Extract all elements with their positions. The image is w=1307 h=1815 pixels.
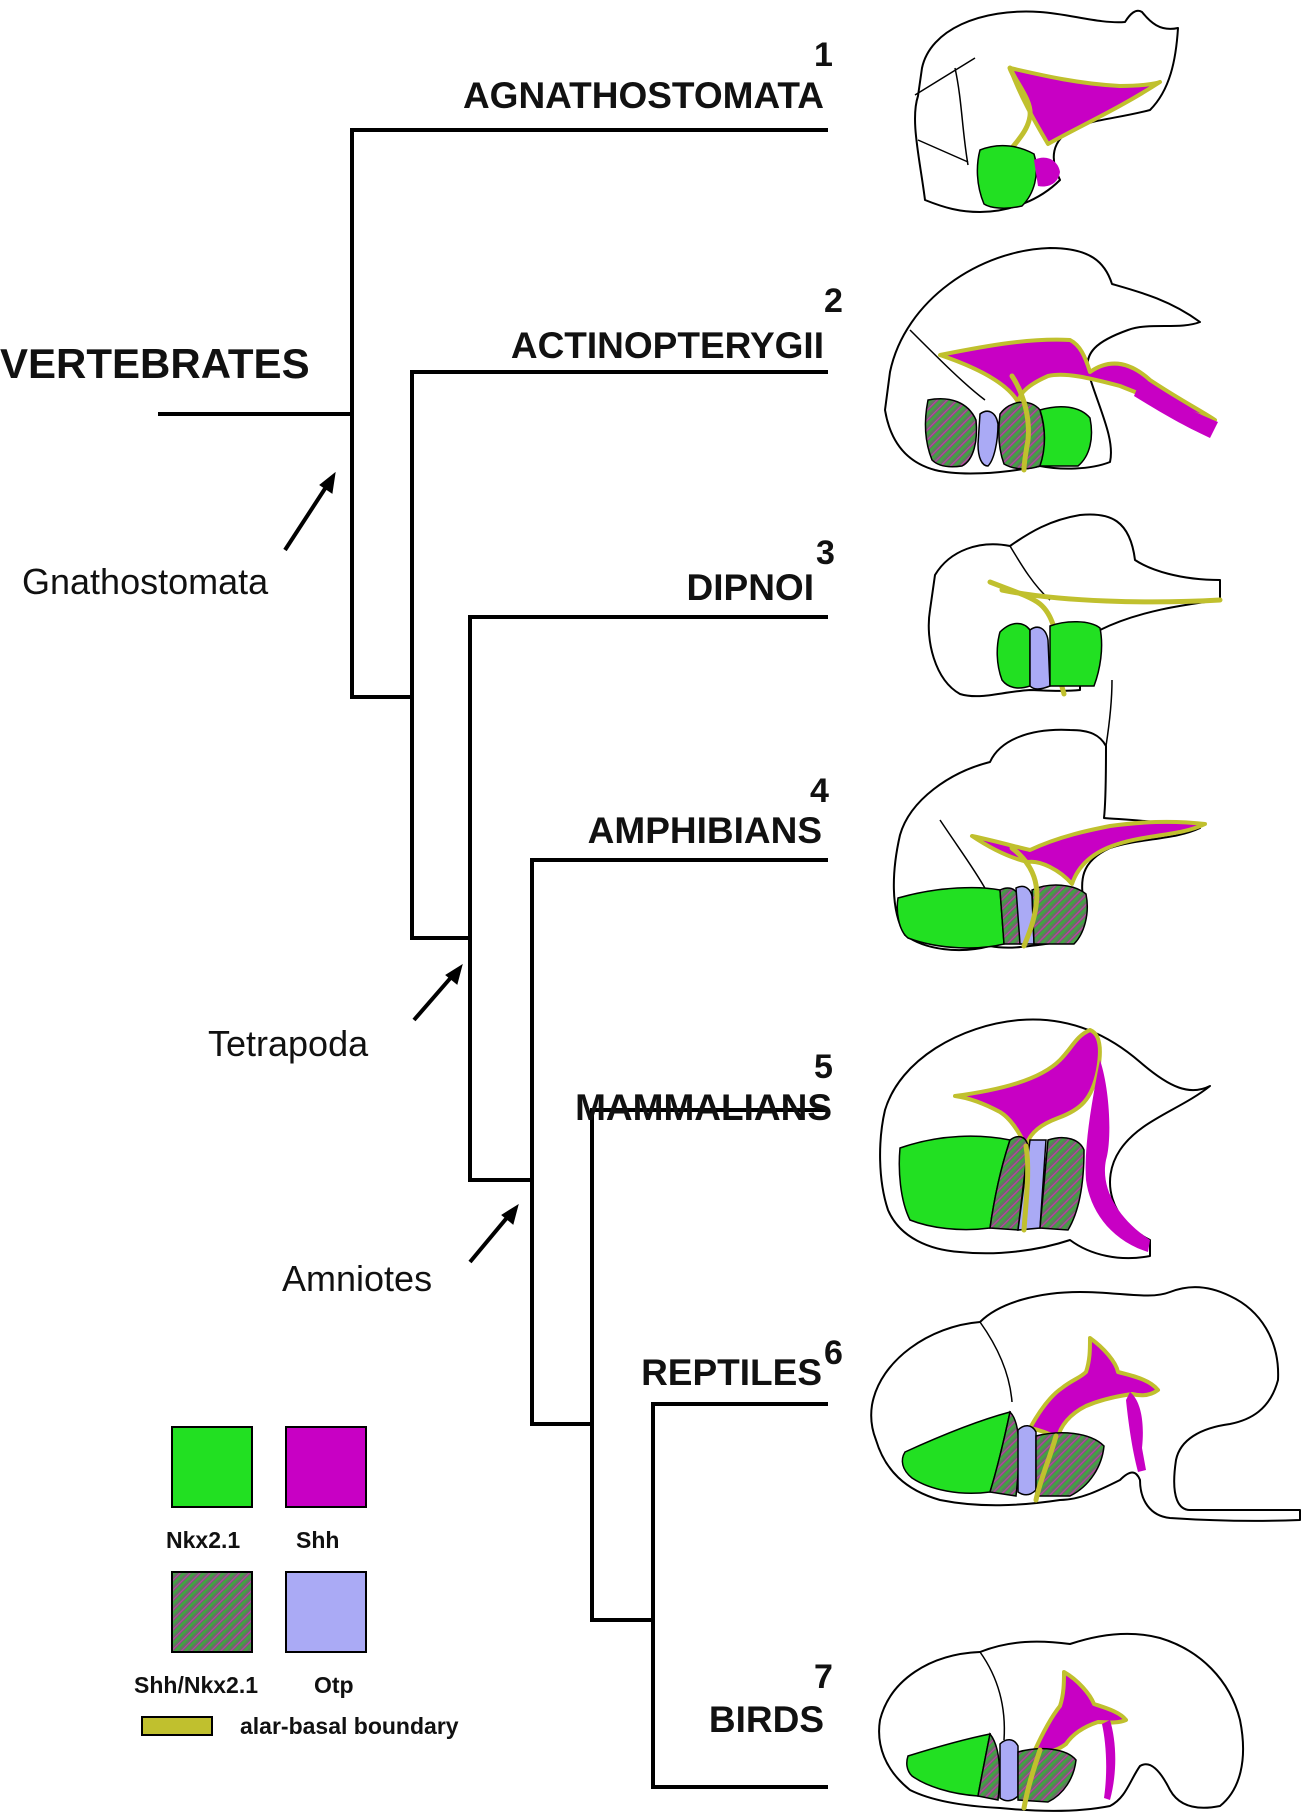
node-arrows — [283, 471, 519, 1264]
brain-schematic-7 — [878, 1632, 1244, 1812]
legend-label-otp: Otp — [314, 1672, 354, 1698]
clade-label-dipnoi: DIPNOI — [687, 567, 814, 608]
clade-number-5: 5 — [814, 1048, 833, 1086]
legend-swatch-shh-nkx21 — [171, 1571, 253, 1653]
brain-schematic-3 — [927, 513, 1223, 698]
clade-number-4: 4 — [810, 772, 829, 810]
legend: Nkx2.1 Shh Shh/Nkx2.1 Otp alar-basal bou… — [134, 1426, 459, 1739]
node-label-tetrapoda: Tetrapoda — [208, 1023, 369, 1064]
brain-schematic-6 — [870, 1286, 1301, 1522]
clade-label-mammalians: MAMMALIANS — [575, 1087, 832, 1128]
clade-number-3: 3 — [816, 534, 835, 572]
phylogenetic-tree — [158, 128, 828, 1789]
clade-number-6: 6 — [824, 1334, 843, 1372]
legend-label-shh: Shh — [296, 1527, 339, 1553]
clade-label-birds: BIRDS — [709, 1699, 824, 1740]
node-label-gnathostomata: Gnathostomata — [22, 561, 269, 602]
clade-number-1: 1 — [814, 36, 833, 74]
root-label: VERTEBRATES — [0, 340, 310, 387]
legend-swatch-alar-basal-boundary — [141, 1716, 213, 1736]
brain-schematic-5 — [879, 1018, 1211, 1260]
clade-label-reptiles: REPTILES — [641, 1352, 822, 1393]
clade-label-actinopterygii: ACTINOPTERYGII — [511, 325, 824, 366]
legend-label-nkx21: Nkx2.1 — [166, 1527, 240, 1553]
clade-number-7: 7 — [814, 1658, 833, 1696]
brain-schematic-1 — [914, 9, 1179, 213]
legend-label-shh-nkx21: Shh/Nkx2.1 — [134, 1672, 258, 1698]
clade-label-agnathostomata: AGNATHOSTOMATA — [463, 75, 824, 116]
node-label-amniotes: Amniotes — [282, 1258, 432, 1299]
legend-swatch-otp — [285, 1571, 367, 1653]
legend-label-alar-basal-boundary: alar-basal boundary — [240, 1713, 459, 1739]
clade-label-amphibians: AMPHIBIANS — [588, 810, 822, 851]
brain-schematic-2 — [884, 247, 1218, 475]
legend-swatch-shh — [285, 1426, 367, 1508]
legend-swatch-nkx21 — [171, 1426, 253, 1508]
clade-number-2: 2 — [824, 282, 843, 320]
brain-schematic-4 — [892, 679, 1207, 951]
